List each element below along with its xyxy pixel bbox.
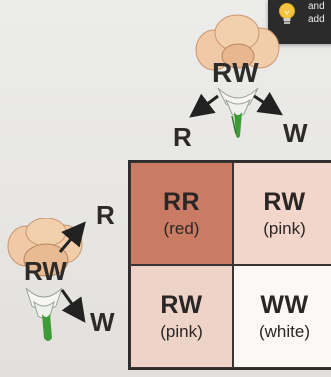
top-gamete-arrows — [189, 92, 283, 118]
lightbulb-icon — [279, 3, 295, 24]
left-parent-genotype: RW — [24, 256, 67, 286]
tooltip-text-line2: add — [308, 14, 325, 25]
left-parent-flower — [7, 218, 83, 341]
cell-genotype: RW — [160, 290, 203, 319]
tooltip: and add — [268, 0, 331, 44]
cell-phenotype: (white) — [258, 321, 310, 341]
top-parent-genotype: RW — [212, 57, 260, 88]
left-gamete-w: W — [90, 307, 115, 337]
punnett-square: RR (red) RW (pink) RW (pink) WW (white) — [128, 160, 331, 370]
top-gamete-w: W — [283, 118, 308, 148]
top-gamete-r: R — [173, 122, 192, 152]
punnett-cell-ww: WW (white) — [233, 265, 331, 368]
left-gamete-r: R — [96, 200, 115, 230]
tooltip-text-line1: and — [308, 1, 325, 12]
punnett-cell-rw-top: RW (pink) — [233, 162, 331, 265]
cell-genotype: WW — [260, 290, 309, 319]
cell-genotype: RW — [263, 187, 306, 216]
top-parent-flower — [195, 14, 280, 138]
cell-phenotype: (pink) — [160, 321, 203, 341]
cell-phenotype: (red) — [163, 218, 200, 238]
punnett-cell-rr: RR (red) — [130, 162, 233, 265]
cell-phenotype: (pink) — [263, 218, 306, 238]
punnett-cell-rw-bottom: RW (pink) — [130, 265, 233, 368]
cell-genotype: RR — [162, 187, 201, 216]
left-gamete-arrows — [58, 221, 86, 323]
